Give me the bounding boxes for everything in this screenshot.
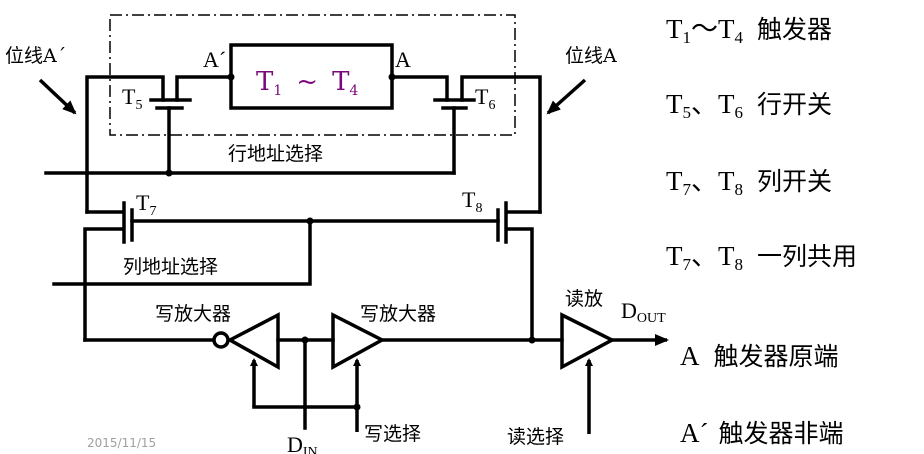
col-select-label: 列地址选择 <box>123 256 218 278</box>
t5-label: T5 <box>122 84 142 113</box>
bitline-a-prime-label: 位线A´ <box>5 45 66 67</box>
inverter-bubble-icon <box>212 331 230 349</box>
row-select-label: 行地址选择 <box>228 143 323 165</box>
transistor-t5 <box>85 75 233 214</box>
read-amp-label: 读放 <box>565 288 603 310</box>
bitline-a-label: 位线A <box>565 45 617 67</box>
write-amp-right-triangle <box>331 312 386 370</box>
row-junction-dot <box>165 169 173 177</box>
transistor-t7 <box>83 201 134 342</box>
write-amp-left-triangle <box>226 312 280 370</box>
flip-flop-label: T1~T4 <box>256 67 358 99</box>
date-label: 2015/11/15 <box>87 436 156 450</box>
column-address-line <box>52 219 312 286</box>
din-label: DIN <box>287 432 318 454</box>
transistor-t6 <box>390 75 542 214</box>
bitline-a-arrow-icon <box>546 78 587 115</box>
cell-boundary <box>109 14 516 136</box>
node-a-prime-label: A´ <box>203 47 226 72</box>
write-amp-left-label: 写放大器 <box>155 303 231 325</box>
node-a-label: A <box>395 47 411 72</box>
write-select-label: 写选择 <box>364 423 421 445</box>
legend-item: A´触发器非端 <box>680 418 844 448</box>
t7-label: T7 <box>136 190 156 219</box>
t6-label: T6 <box>475 84 495 113</box>
read-amp-triangle <box>560 312 616 370</box>
right-junction-dot <box>528 336 536 344</box>
transistor-t8 <box>496 201 542 342</box>
t8-label: T8 <box>462 187 482 216</box>
write-amp-right-label: 写放大器 <box>360 303 436 325</box>
bitline-a-prime-arrow-icon <box>38 78 77 115</box>
read-select-label: 读选择 <box>507 426 564 448</box>
dout-label: DOUT <box>621 298 666 326</box>
